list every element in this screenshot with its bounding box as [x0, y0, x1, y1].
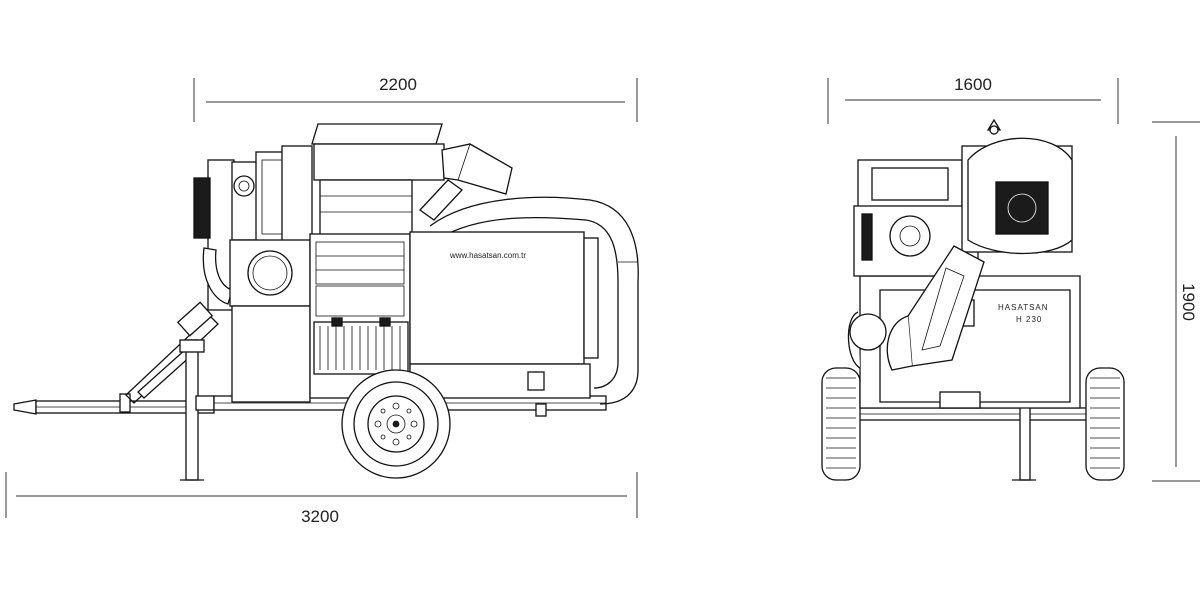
dimension-1600: 1600: [827, 75, 1119, 124]
rear-wheel-right: [1085, 367, 1125, 481]
dimension-label-3200: 3200: [301, 507, 339, 526]
dimension-label-1600: 1600: [954, 75, 992, 94]
front-support-leg: [179, 339, 215, 481]
rear-duct: [886, 245, 985, 371]
rear-axle: [845, 407, 1113, 421]
dimension-2200: 2200: [193, 75, 638, 122]
rear-wheel-left: [821, 367, 861, 481]
dimension-label-2200: 2200: [379, 75, 417, 94]
rear-engine-box: [853, 159, 979, 277]
dimension-1900: 1900: [1152, 121, 1200, 482]
fan-housing: [229, 239, 311, 403]
main-body-panel: www.hasatsan.com.tr: [409, 231, 599, 399]
rear-view: HASATSAN H 230: [821, 118, 1125, 481]
side-wheel: [341, 369, 451, 479]
model-label: H 230: [1016, 315, 1042, 324]
website-label: www.hasatsan.com.tr: [449, 251, 526, 260]
top-hopper: [311, 123, 445, 237]
blower-pipe: [429, 196, 639, 405]
dimension-label-1900: 1900: [1179, 283, 1198, 321]
dimension-3200: 3200: [5, 472, 638, 526]
outlet-spout: [419, 143, 513, 221]
drawbar: [13, 393, 215, 415]
sieve-section: [309, 233, 411, 399]
side-view: www.hasatsan.com.tr: [13, 123, 639, 481]
brand-label: HASATSAN: [998, 303, 1049, 312]
rear-fan-unit: [961, 118, 1073, 255]
engine-block: [193, 145, 313, 311]
